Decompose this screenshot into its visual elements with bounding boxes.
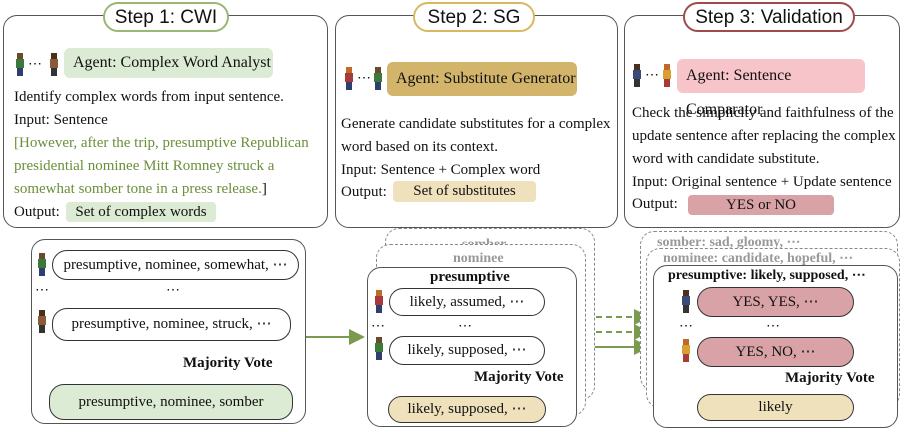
agent-avatar-icon [374,67,382,90]
flow1-ellipsis-left: ⋯ [35,283,49,298]
agent-avatar-icon [38,253,46,276]
step1-sentence-line-3: somewhat somber tone in a press release.… [14,178,267,201]
agent-avatar-icon [682,339,690,362]
step1-output-value: Set of complex words [66,202,216,222]
step2-description-line-1: Generate candidate substitutes for a com… [341,116,611,132]
step1-output-label: Output: [14,204,60,220]
flow2-ellipsis-left: ⋯ [371,319,385,334]
flow1-ellipsis-center: ⋯ [166,283,180,298]
flow3-ghost-label-1: somber: sad, gloomy, ⋯ [657,235,801,250]
step2-output-value: Set of substitutes [393,181,536,202]
step3-description-line-3: word with candidate substitute. [632,151,820,167]
flow3-majority-vote: Majority Vote [785,370,875,386]
step1-description: Identify complex words from input senten… [14,89,284,105]
flow3-ghost-label-2: nominee: candidate, hopeful, ⋯ [663,251,854,266]
flow3-row-1: YES, YES, ⋯ [697,287,854,317]
flow1-majority-vote: Majority Vote [183,355,273,371]
agents-ellipsis: ⋯ [357,71,371,86]
step1-title: Step 1: CWI [103,2,229,32]
step1-bracket-close: ] [261,181,267,197]
agents-ellipsis: ⋯ [28,57,42,72]
step2-output-label: Output: [341,184,387,200]
agent-avatar-icon [16,53,24,76]
agent-avatar-icon [375,290,383,313]
agent-avatar-icon [345,67,353,90]
agents-ellipsis: ⋯ [645,68,659,83]
flow1-row-1: presumptive, nominee, somewhat, ⋯ [52,250,299,280]
flow3-header: presumptive: likely, supposed, ⋯ [668,268,866,283]
flow3-result: likely [697,394,854,421]
step1-sentence-line-2: presidential nominee Mitt Romney struck … [14,158,275,174]
step2-input: Input: Sentence + Complex word [341,162,541,178]
flow1-row-2: presumptive, nominee, struck, ⋯ [52,308,291,341]
agent-avatar-icon [50,53,58,76]
flow2-majority-vote: Majority Vote [474,369,564,385]
flow2-ellipsis-center: ⋯ [458,319,472,334]
step1-agent-label: Agent: Complex Word Analyst [64,48,273,78]
flow2-header: presumptive [430,269,510,285]
flow1-result: presumptive, nominee, somber [49,384,293,420]
step3-agent-label: Agent: Sentence Comparator [677,59,865,118]
step1-sentence-line-1: [However, after the trip, presumptive Re… [14,135,309,151]
step3-description-line-2: update sentence after replacing the comp… [632,128,896,144]
step3-title: Step 3: Validation [683,2,855,32]
agent-avatar-icon [633,64,641,87]
flow3-row-2: YES, NO, ⋯ [697,337,854,367]
agent-avatar-icon [38,310,46,333]
flow2-row-1: likely, assumed, ⋯ [389,288,545,316]
agent-avatar-icon [375,337,383,360]
step3-panel [624,15,900,228]
step3-output-label: Output: [632,196,678,212]
step3-output-value: YES or NO [688,195,834,215]
agent-avatar-icon [663,64,671,87]
agent-avatar-icon [682,290,690,313]
flow2-ghost-label-2: nominee [453,251,504,266]
step1-sentence-line-3-text: somewhat somber tone in a press release. [14,181,262,197]
step2-agent-label: Agent: Substitute Generator [387,62,577,96]
flow3-ellipsis-center: ⋯ [766,319,780,334]
step1-input: Input: Sentence [14,112,108,128]
flow3-ellipsis-left: ⋯ [679,319,693,334]
step3-description-line-1: Check the simplicity and faithfulness of… [632,105,894,121]
flow2-row-2: likely, supposed, ⋯ [389,336,545,365]
flow2-result: likely, supposed, ⋯ [388,396,546,423]
step2-description-line-2: word based on its context. [341,139,499,155]
step2-title: Step 2: SG [413,2,535,32]
step3-input: Input: Original sentence + Update senten… [632,174,892,190]
